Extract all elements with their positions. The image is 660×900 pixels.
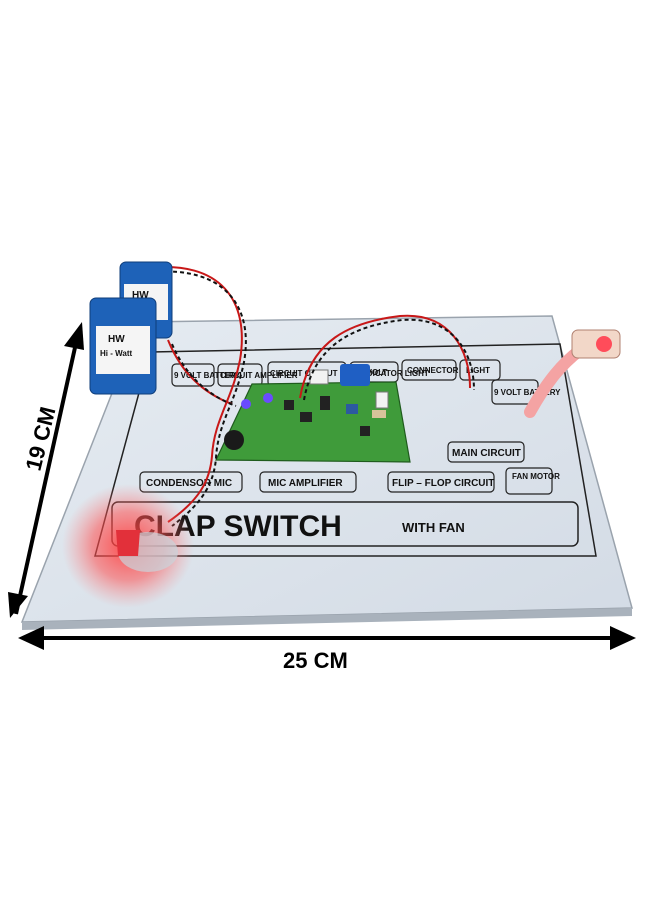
svg-text:CONDENSOR MIC: CONDENSOR MIC [146, 478, 232, 489]
wires [147, 266, 475, 527]
label-flip-flop-circuit: FLIP – FLOP CIRCUIT [387, 471, 495, 493]
dimension-horizontal: 25 CM [18, 626, 636, 673]
svg-text:CONNECTOR: CONNECTOR [407, 366, 459, 375]
label-light: LIGHT [459, 359, 501, 381]
svg-text:9 VOLT BATTERY: 9 VOLT BATTERY [494, 388, 561, 397]
width-label: 25 CM [283, 648, 348, 673]
svg-text:HW: HW [132, 290, 149, 301]
svg-text:9 VOLT BATTERY: 9 VOLT BATTERY [174, 371, 241, 380]
label-connector: CONNECTOR [401, 359, 459, 381]
label-battery-left: 9 VOLT BATTERY [171, 363, 241, 387]
svg-text:LIGHT: LIGHT [466, 366, 490, 375]
svg-text:Hi - Watt: Hi - Watt [100, 349, 132, 358]
label-mic-amplifier: MIC AMPLIFIER [259, 471, 357, 493]
battery-front: HW Hi - Watt [89, 297, 157, 395]
svg-text:FAN MOTOR: FAN MOTOR [512, 472, 560, 481]
svg-text:HW: HW [108, 334, 125, 345]
svg-text:CIRCUIT AMPLIFIER: CIRCUIT AMPLIFIER [220, 371, 298, 380]
pcb-main-circuit [215, 364, 411, 463]
svg-text:MIC AMPLIFIER: MIC AMPLIFIER [268, 478, 343, 489]
svg-text:MAIN CIRCUIT: MAIN CIRCUIT [452, 448, 521, 459]
spinning-fan [62, 484, 194, 608]
label-fan-motor: FAN MOTOR [505, 467, 560, 495]
label-main-circuit: MAIN CIRCUIT [447, 441, 525, 463]
label-condensor-mic: CONDENSOR MIC [139, 471, 243, 493]
indicator-light [524, 329, 621, 418]
svg-text:FLIP – FLOP CIRCUIT: FLIP – FLOP CIRCUIT [392, 478, 494, 489]
svg-text:9 VOLT: 9 VOLT [360, 368, 388, 377]
board-subtitle: WITH FAN [402, 520, 465, 535]
